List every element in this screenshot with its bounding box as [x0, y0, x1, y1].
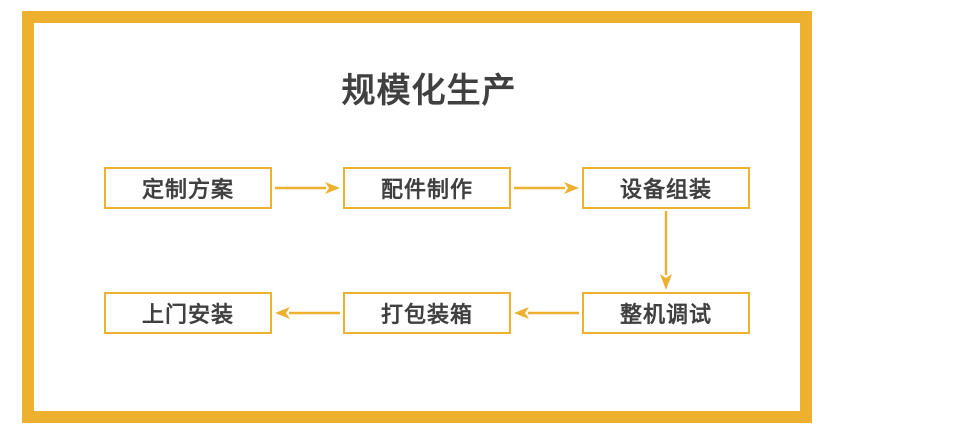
flow-node-label: 设备组装 — [619, 177, 712, 202]
page-title: 规模化生产 — [341, 72, 517, 110]
flow-node-label: 定制方案 — [141, 177, 234, 202]
flow-node-equipment-assembly[interactable]: 设备组装 — [582, 167, 750, 209]
flow-node-label: 配件制作 — [380, 177, 473, 202]
flow-node-label: 整机调试 — [619, 302, 712, 327]
flow-node-label: 上门安装 — [141, 302, 234, 327]
process-flowchart: 定制方案 配件制作 设备组装 整机调试 打包装箱 上门安装 — [34, 23, 824, 435]
arrow-left-icon — [275, 307, 340, 319]
flow-node-packing-crating[interactable]: 打包装箱 — [343, 292, 511, 334]
flow-node-label: 打包装箱 — [380, 302, 473, 327]
arrow-right-icon — [275, 182, 340, 194]
diagram-frame: 规模化生产 定制方案 配件制作 设备组装 整机调试 打包装箱 上门安装 — [22, 11, 812, 423]
flow-node-parts-fabrication[interactable]: 配件制作 — [343, 167, 511, 209]
flow-node-custom-plan[interactable]: 定制方案 — [104, 167, 272, 209]
arrow-down-icon — [660, 211, 672, 290]
flow-node-onsite-installation[interactable]: 上门安装 — [104, 292, 272, 334]
flow-node-machine-commissioning[interactable]: 整机调试 — [582, 292, 750, 334]
arrow-right-icon — [514, 182, 579, 194]
arrow-left-icon — [514, 307, 579, 319]
